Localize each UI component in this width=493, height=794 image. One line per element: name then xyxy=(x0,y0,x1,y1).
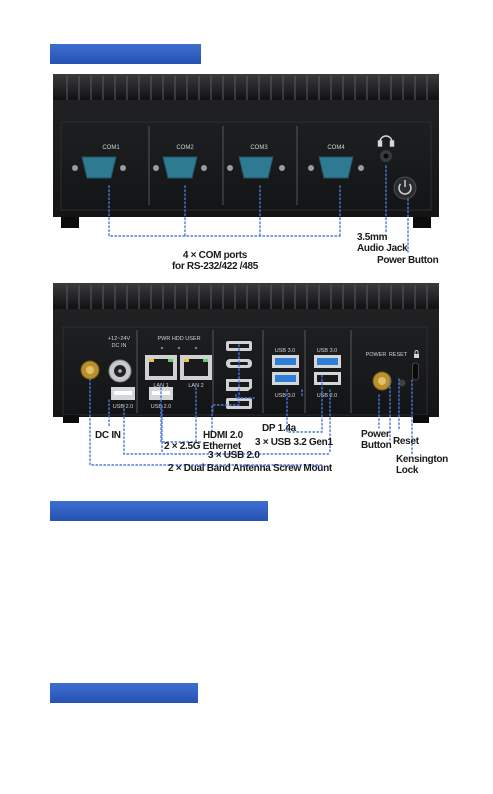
reset-callout: Reset xyxy=(393,436,419,447)
com-port xyxy=(308,156,364,179)
silk-usb20: USB 2.0 xyxy=(317,393,337,399)
front-panel-photo: COM1 COM2 COM3 COM4 xyxy=(53,74,439,228)
ethernet-callout: 2 × 2.5G Ethernet xyxy=(164,441,241,452)
silk-usb20: USB 2.0 xyxy=(151,404,171,410)
usb-port xyxy=(314,355,341,368)
power-icon xyxy=(398,180,412,195)
dc-in-jack xyxy=(108,359,132,383)
com-ports-callout: 4 × COM ports for RS-232/422 /485 xyxy=(171,250,259,272)
silk-usb30: USB 3.0 xyxy=(317,348,337,354)
com-port xyxy=(72,156,126,179)
kensington-callout: Kensington Lock xyxy=(396,454,448,476)
dc-in-callout: DC IN xyxy=(95,430,121,441)
section-header-bar xyxy=(50,501,268,521)
silk-reset: RESET xyxy=(389,352,408,358)
lock-icon xyxy=(414,350,419,358)
com-port-label: COM4 xyxy=(327,145,345,151)
usb32-callout: 3 × USB 3.2 Gen1 xyxy=(255,437,333,448)
antenna-mount xyxy=(80,360,100,380)
hdmi-port xyxy=(226,398,252,409)
hdmi-callout: HDMI 2.0 xyxy=(203,430,243,441)
silk-leds: PWR HDD USER xyxy=(157,336,200,342)
com-port xyxy=(227,156,285,179)
com-port-label: COM1 xyxy=(102,145,120,151)
usb20-callout: 3 × USB 2.0 xyxy=(208,450,260,461)
power-button-callout: Power Button xyxy=(377,255,439,266)
section-header-bar xyxy=(50,44,201,64)
silk-power: POWER xyxy=(366,352,387,358)
silk-lan1: LAN 1 xyxy=(153,383,168,389)
lan-port xyxy=(180,355,212,380)
silk-dcin: +12~24V xyxy=(108,336,131,342)
silk-usb30: USB 3.0 xyxy=(275,393,295,399)
antenna-callout: 2 × Dual Band Antenna Screw Mount xyxy=(168,463,332,474)
reset-button[interactable] xyxy=(398,379,406,387)
section-header-bar xyxy=(50,683,198,703)
usb-port xyxy=(314,372,341,385)
power-button[interactable] xyxy=(393,176,417,200)
usb-port xyxy=(272,372,299,385)
dp-callout: DP 1.4a xyxy=(262,423,296,434)
silk-dcin: DC IN xyxy=(112,343,127,349)
com-port-label: COM2 xyxy=(176,145,194,151)
com-port xyxy=(153,156,207,179)
silk-usb20: USB 2.0 xyxy=(113,404,133,410)
power-button-rear-callout: Power Button xyxy=(361,429,392,451)
rear-panel-photo: +12~24V DC IN PWR HDD USER LAN 1 LAN 2 U… xyxy=(53,283,439,423)
antenna-mount xyxy=(372,371,392,391)
silk-lan2: LAN 2 xyxy=(188,383,203,389)
audio-jack-callout: 3.5mm Audio Jack xyxy=(357,232,408,254)
usb-c-port xyxy=(226,359,252,368)
com-port-label: COM3 xyxy=(250,145,268,151)
silk-usb30: USB 3.0 xyxy=(275,348,295,354)
headphone-icon xyxy=(377,135,395,147)
kensington-slot xyxy=(412,362,419,381)
lan-port xyxy=(145,355,177,380)
usb-port xyxy=(272,355,299,368)
